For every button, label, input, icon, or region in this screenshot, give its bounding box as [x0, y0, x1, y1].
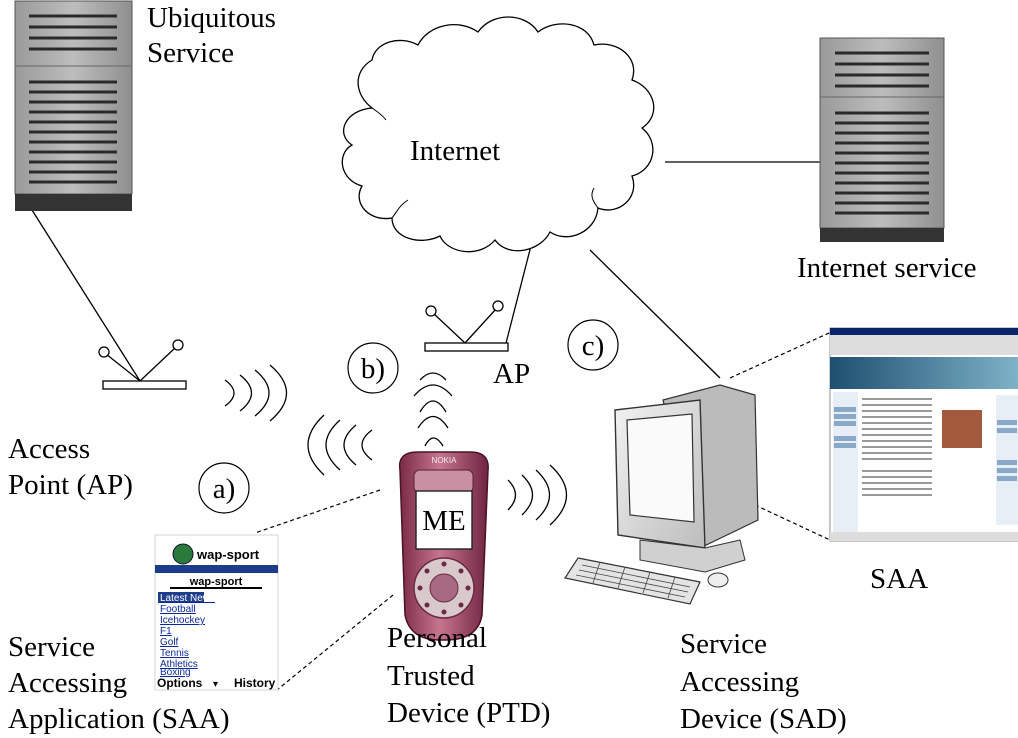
wap-link[interactable]: Boxing: [160, 667, 191, 678]
wap-history-softkey[interactable]: History: [234, 676, 276, 690]
wap-link[interactable]: Latest News: [160, 593, 215, 604]
access-point-label: Access Point (AP): [8, 433, 133, 501]
access-point-left-icon: [98, 339, 187, 390]
phone-ptd-icon: NOKIA ME: [398, 451, 489, 641]
wap-link[interactable]: Icehockey: [160, 615, 205, 626]
link-ubiquitous-to-ap: [31, 209, 141, 382]
wap-link[interactable]: Athletics: [160, 659, 198, 670]
marker-a: a): [198, 462, 250, 514]
mouse-icon: [707, 572, 729, 588]
wave-phone-left: [307, 414, 373, 476]
ap-label: AP: [493, 358, 530, 390]
wave-phone-up: [413, 372, 453, 447]
wave-phone-right: [507, 464, 567, 526]
computer-sad-icon: [564, 384, 759, 605]
internet-label: Internet: [410, 135, 500, 167]
callout-lines: [254, 327, 841, 691]
saa-left-label: Service Accessing Application (SAA): [8, 631, 230, 735]
callout-phone-to-screen-bottom: [276, 594, 394, 691]
marker-b: b): [347, 342, 399, 394]
wap-logo-icon: [172, 543, 194, 565]
wap-title: wap-sport: [189, 576, 243, 588]
svg-text:b): b): [361, 353, 385, 385]
wap-scroll-icon: ▾: [213, 679, 218, 690]
me-label: ME: [422, 505, 466, 537]
wave-left-ap: [224, 364, 287, 422]
callout-phone-to-screen-top: [254, 489, 381, 534]
web-page-screenshot: [829, 327, 1018, 542]
connection-lines: [31, 161, 820, 382]
wap-link[interactable]: Golf: [160, 637, 179, 648]
svg-text:a): a): [213, 473, 236, 505]
callout-saa-to-monitor: [729, 327, 841, 379]
wap-link[interactable]: Football: [160, 604, 196, 615]
wap-link[interactable]: Tennis: [160, 648, 189, 659]
internet-cloud-icon: [341, 16, 655, 253]
svg-text:c): c): [582, 330, 605, 362]
wap-logo-text: wap-sport: [196, 547, 260, 562]
wap-link-list: Latest News Football Icehockey F1 Golf T…: [158, 592, 215, 678]
wap-link[interactable]: F1: [160, 626, 172, 637]
ubiquitous-service-label: Ubiquitous Service: [147, 2, 283, 69]
ubiquitous-server-icon: [14, 0, 133, 211]
ptd-label: Personal Trusted Device (PTD): [387, 622, 550, 729]
access-point-middle-icon: [424, 300, 509, 352]
sad-label: Service Accessing Device (SAD): [680, 628, 847, 735]
link-internet-to-sad: [589, 249, 721, 379]
wap-screen: wap-sport wap-sport Latest News Football…: [154, 534, 279, 691]
link-internet-to-ap: [504, 237, 534, 348]
internet-service-label: Internet service: [797, 252, 977, 284]
marker-c: c): [567, 319, 619, 371]
internet-service-server-icon: [819, 37, 945, 242]
phone-brand: NOKIA: [432, 456, 458, 465]
saa-right-label: SAA: [870, 563, 928, 595]
radio-waves: [224, 364, 567, 526]
wap-options-softkey[interactable]: Options: [157, 676, 203, 690]
callout-saa-to-monitor-bottom: [754, 504, 831, 541]
